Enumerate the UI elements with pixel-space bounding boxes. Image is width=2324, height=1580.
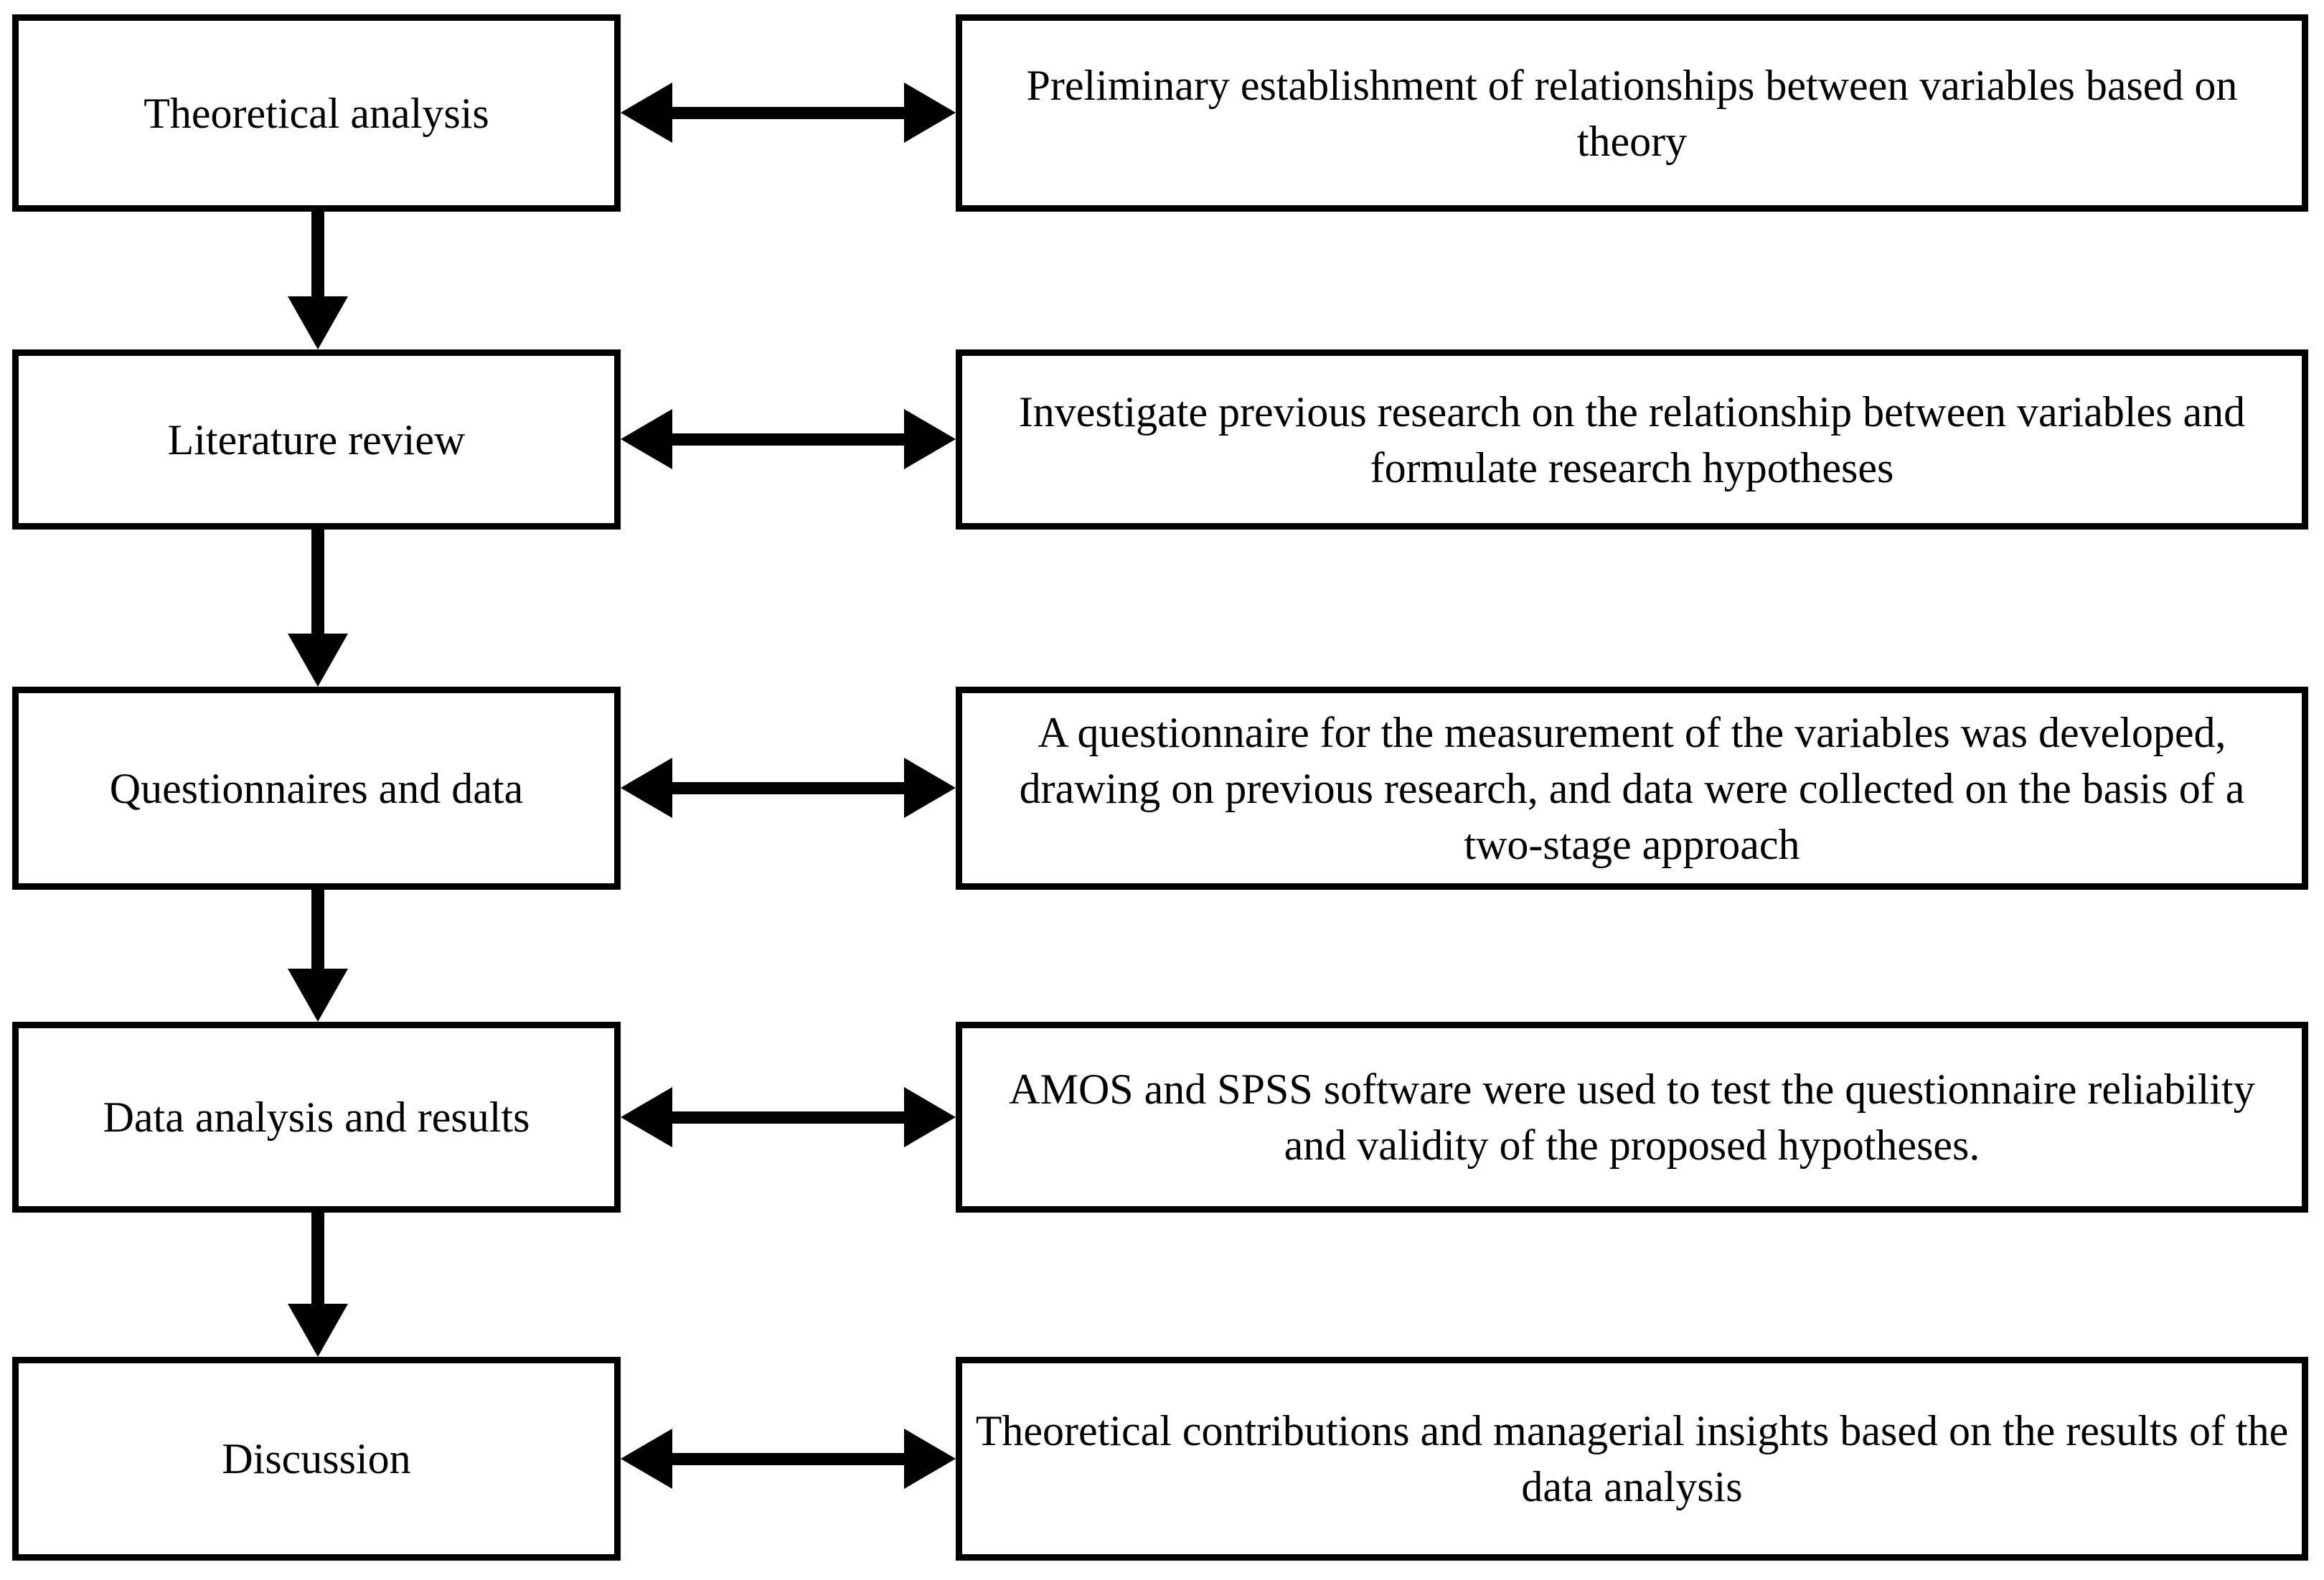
stage-label: Data analysis and results (103, 1094, 530, 1141)
arrow-head-right-icon (904, 409, 956, 469)
detail-box-literature-review[interactable]: Investigate previous research on the rel… (956, 349, 2308, 530)
bidirectional-connector-row-5 (621, 1429, 956, 1489)
flow-arrow-literature-to-questionnaires (288, 530, 348, 687)
arrow-head-down-icon (288, 296, 348, 349)
stage-label: Discussion (222, 1435, 411, 1482)
stage-label: Literature review (167, 415, 466, 464)
arrow-shaft (661, 107, 916, 119)
bidirectional-connector-row-3 (621, 758, 956, 818)
arrow-head-right-icon (904, 1087, 956, 1147)
detail-label: Preliminary establishment of relationshi… (1026, 61, 2238, 165)
arrow-shaft (661, 1111, 916, 1124)
detail-label: Investigate previous research on the rel… (1018, 387, 2246, 492)
stage-box-literature-review[interactable]: Literature review (12, 349, 621, 530)
stage-label: Questionnaires and data (109, 764, 524, 812)
stage-box-data-analysis-and-results[interactable]: Data analysis and results (12, 1022, 621, 1213)
detail-label: A questionnaire for the measurement of t… (1019, 708, 2245, 868)
detail-label: AMOS and SPSS software were used to test… (1009, 1066, 2255, 1169)
detail-box-theoretical-analysis[interactable]: Preliminary establishment of relationshi… (956, 14, 2308, 212)
stage-label: Theoretical analysis (144, 89, 489, 137)
stage-box-questionnaires-and-data[interactable]: Questionnaires and data (12, 687, 621, 890)
arrow-head-down-icon (288, 634, 348, 687)
arrow-shaft (311, 1213, 324, 1304)
flow-arrow-questionnaires-to-data-analysis (288, 890, 348, 1022)
arrow-head-right-icon (904, 1429, 956, 1489)
arrow-head-right-icon (904, 83, 956, 143)
flow-arrow-theoretical-to-literature (288, 212, 348, 349)
arrow-shaft (661, 433, 916, 446)
detail-box-data-analysis-and-results[interactable]: AMOS and SPSS software were used to test… (956, 1022, 2308, 1213)
arrow-shaft (661, 1453, 916, 1465)
detail-box-questionnaires-and-data[interactable]: A questionnaire for the measurement of t… (956, 687, 2308, 890)
bidirectional-connector-row-4 (621, 1087, 956, 1147)
stage-box-discussion[interactable]: Discussion (12, 1357, 621, 1561)
arrow-head-down-icon (288, 969, 348, 1022)
bidirectional-connector-row-1 (621, 83, 956, 143)
detail-box-discussion[interactable]: Theoretical contributions and managerial… (956, 1357, 2308, 1561)
arrow-head-right-icon (904, 758, 956, 818)
arrow-shaft (661, 782, 916, 794)
stage-box-theoretical-analysis[interactable]: Theoretical analysis (12, 14, 621, 212)
arrow-shaft (311, 212, 324, 296)
bidirectional-connector-row-2 (621, 409, 956, 469)
arrow-shaft (311, 890, 324, 969)
flow-arrow-data-analysis-to-discussion (288, 1213, 348, 1357)
detail-label: Theoretical contributions and managerial… (975, 1407, 2289, 1510)
arrow-shaft (311, 530, 324, 634)
arrow-head-down-icon (288, 1304, 348, 1357)
